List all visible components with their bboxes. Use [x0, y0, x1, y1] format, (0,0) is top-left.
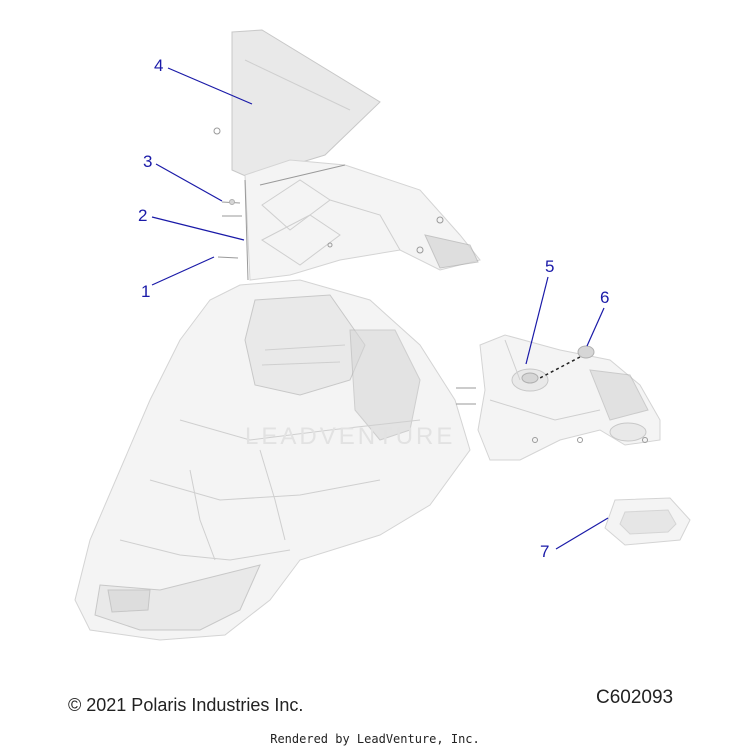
rendered-by-text: Rendered by LeadVenture, Inc. — [270, 732, 480, 746]
leader-line-4 — [167, 67, 253, 105]
drawing-id: C602093 — [596, 687, 674, 708]
callout-3: 3 — [143, 152, 152, 171]
callout-1: 1 — [141, 282, 150, 301]
copyright-text: © 2021 Polaris Industries Inc. — [68, 695, 304, 715]
callout-4: 4 — [154, 56, 163, 75]
callout-6: 6 — [600, 288, 609, 307]
leader-line-6 — [586, 307, 605, 347]
watermark: LEADVENTURE — [245, 423, 455, 450]
leader-line-7 — [555, 517, 609, 550]
leader-line-3 — [155, 163, 223, 202]
callout-5: 5 — [545, 257, 554, 276]
part-6-plug — [539, 345, 595, 379]
part-1-fastener — [217, 215, 242, 259]
leader-line-2 — [151, 216, 245, 241]
hood-body-panel: LEADVENTURE — [74, 279, 471, 641]
part-7-ring — [604, 497, 691, 546]
part-3-screw — [221, 199, 241, 205]
leader-line-1 — [151, 256, 215, 286]
callout-2: 2 — [138, 206, 147, 225]
callout-7: 7 — [540, 542, 549, 561]
part-2-bracket-frame — [244, 159, 481, 281]
part-5-housing — [456, 334, 661, 461]
leader-line-5 — [525, 276, 549, 365]
part-4-panel — [213, 29, 381, 179]
